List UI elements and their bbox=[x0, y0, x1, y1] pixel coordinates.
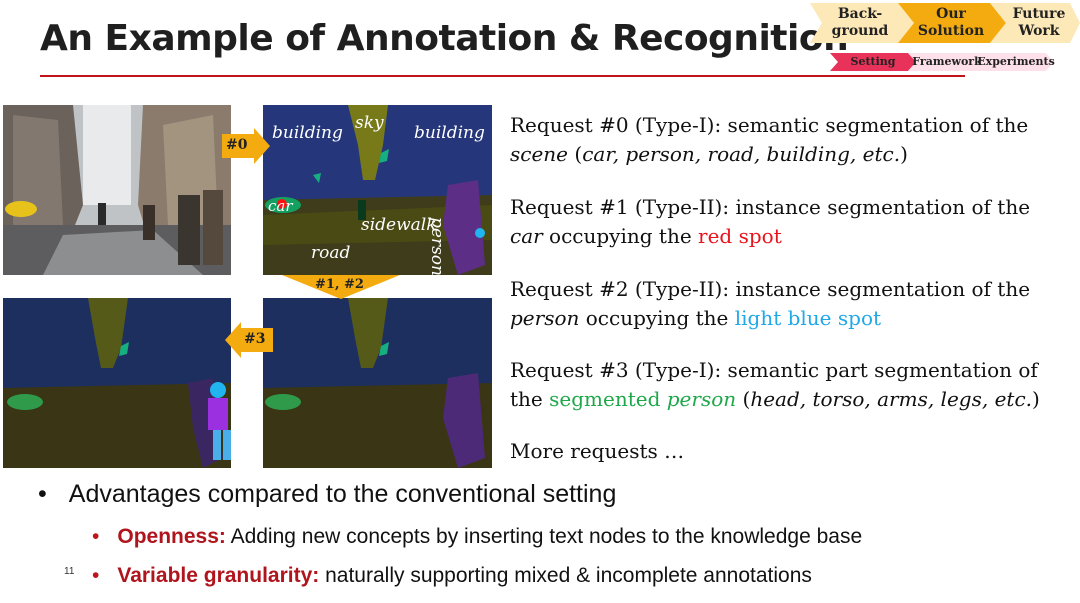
arrow-label-1-2: #1, #2 bbox=[315, 277, 364, 292]
nav-sub-framework[interactable]: Framework bbox=[912, 55, 982, 68]
nav-sub-experiments[interactable]: Experiments bbox=[977, 55, 1055, 68]
request-0: Request #0 (Type-I): semantic segmentati… bbox=[510, 113, 1029, 166]
page-number: 11 bbox=[64, 566, 75, 577]
request-2: Request #2 (Type-II): instance segmentat… bbox=[510, 277, 1031, 330]
nav-step-background[interactable]: Back-ground bbox=[831, 6, 889, 39]
arrow-request-0 bbox=[222, 128, 270, 164]
label-road: road bbox=[311, 243, 351, 263]
arrow-request-3 bbox=[225, 322, 273, 358]
label-building-left: building bbox=[272, 123, 343, 143]
bullet-advantages: •Advantages compared to the conventional… bbox=[38, 480, 617, 508]
label-car: car bbox=[268, 197, 293, 215]
part-segmentation-map bbox=[3, 298, 231, 468]
request-more: More requests … bbox=[510, 439, 685, 463]
nav-chevron-shapes bbox=[810, 3, 1080, 71]
arrow-request-1-2 bbox=[282, 275, 400, 299]
instance-segmentation-map bbox=[263, 298, 492, 468]
arrow-label-3: #3 bbox=[244, 331, 266, 347]
street-photo bbox=[3, 105, 231, 275]
label-person: person bbox=[427, 217, 447, 275]
bullet-openness: •Openness: Adding new concepts by insert… bbox=[92, 525, 863, 548]
label-building-right: building bbox=[414, 123, 485, 143]
bullet-variable-granularity: •Variable granularity: naturally support… bbox=[92, 564, 812, 587]
nav-sub-setting[interactable]: Setting bbox=[850, 55, 896, 68]
label-sidewalk: sidewalk bbox=[361, 215, 437, 235]
slide-title: An Example of Annotation & Recognition bbox=[40, 18, 849, 59]
request-1: Request #1 (Type-II): instance segmentat… bbox=[510, 195, 1031, 248]
label-sky: sky bbox=[355, 113, 384, 133]
arrow-label-0: #0 bbox=[226, 137, 248, 153]
title-underline bbox=[40, 75, 965, 77]
request-3: Request #3 (Type-I): semantic part segme… bbox=[510, 358, 1040, 411]
semantic-segmentation-map: building sky building car sidewalk road … bbox=[263, 105, 492, 275]
